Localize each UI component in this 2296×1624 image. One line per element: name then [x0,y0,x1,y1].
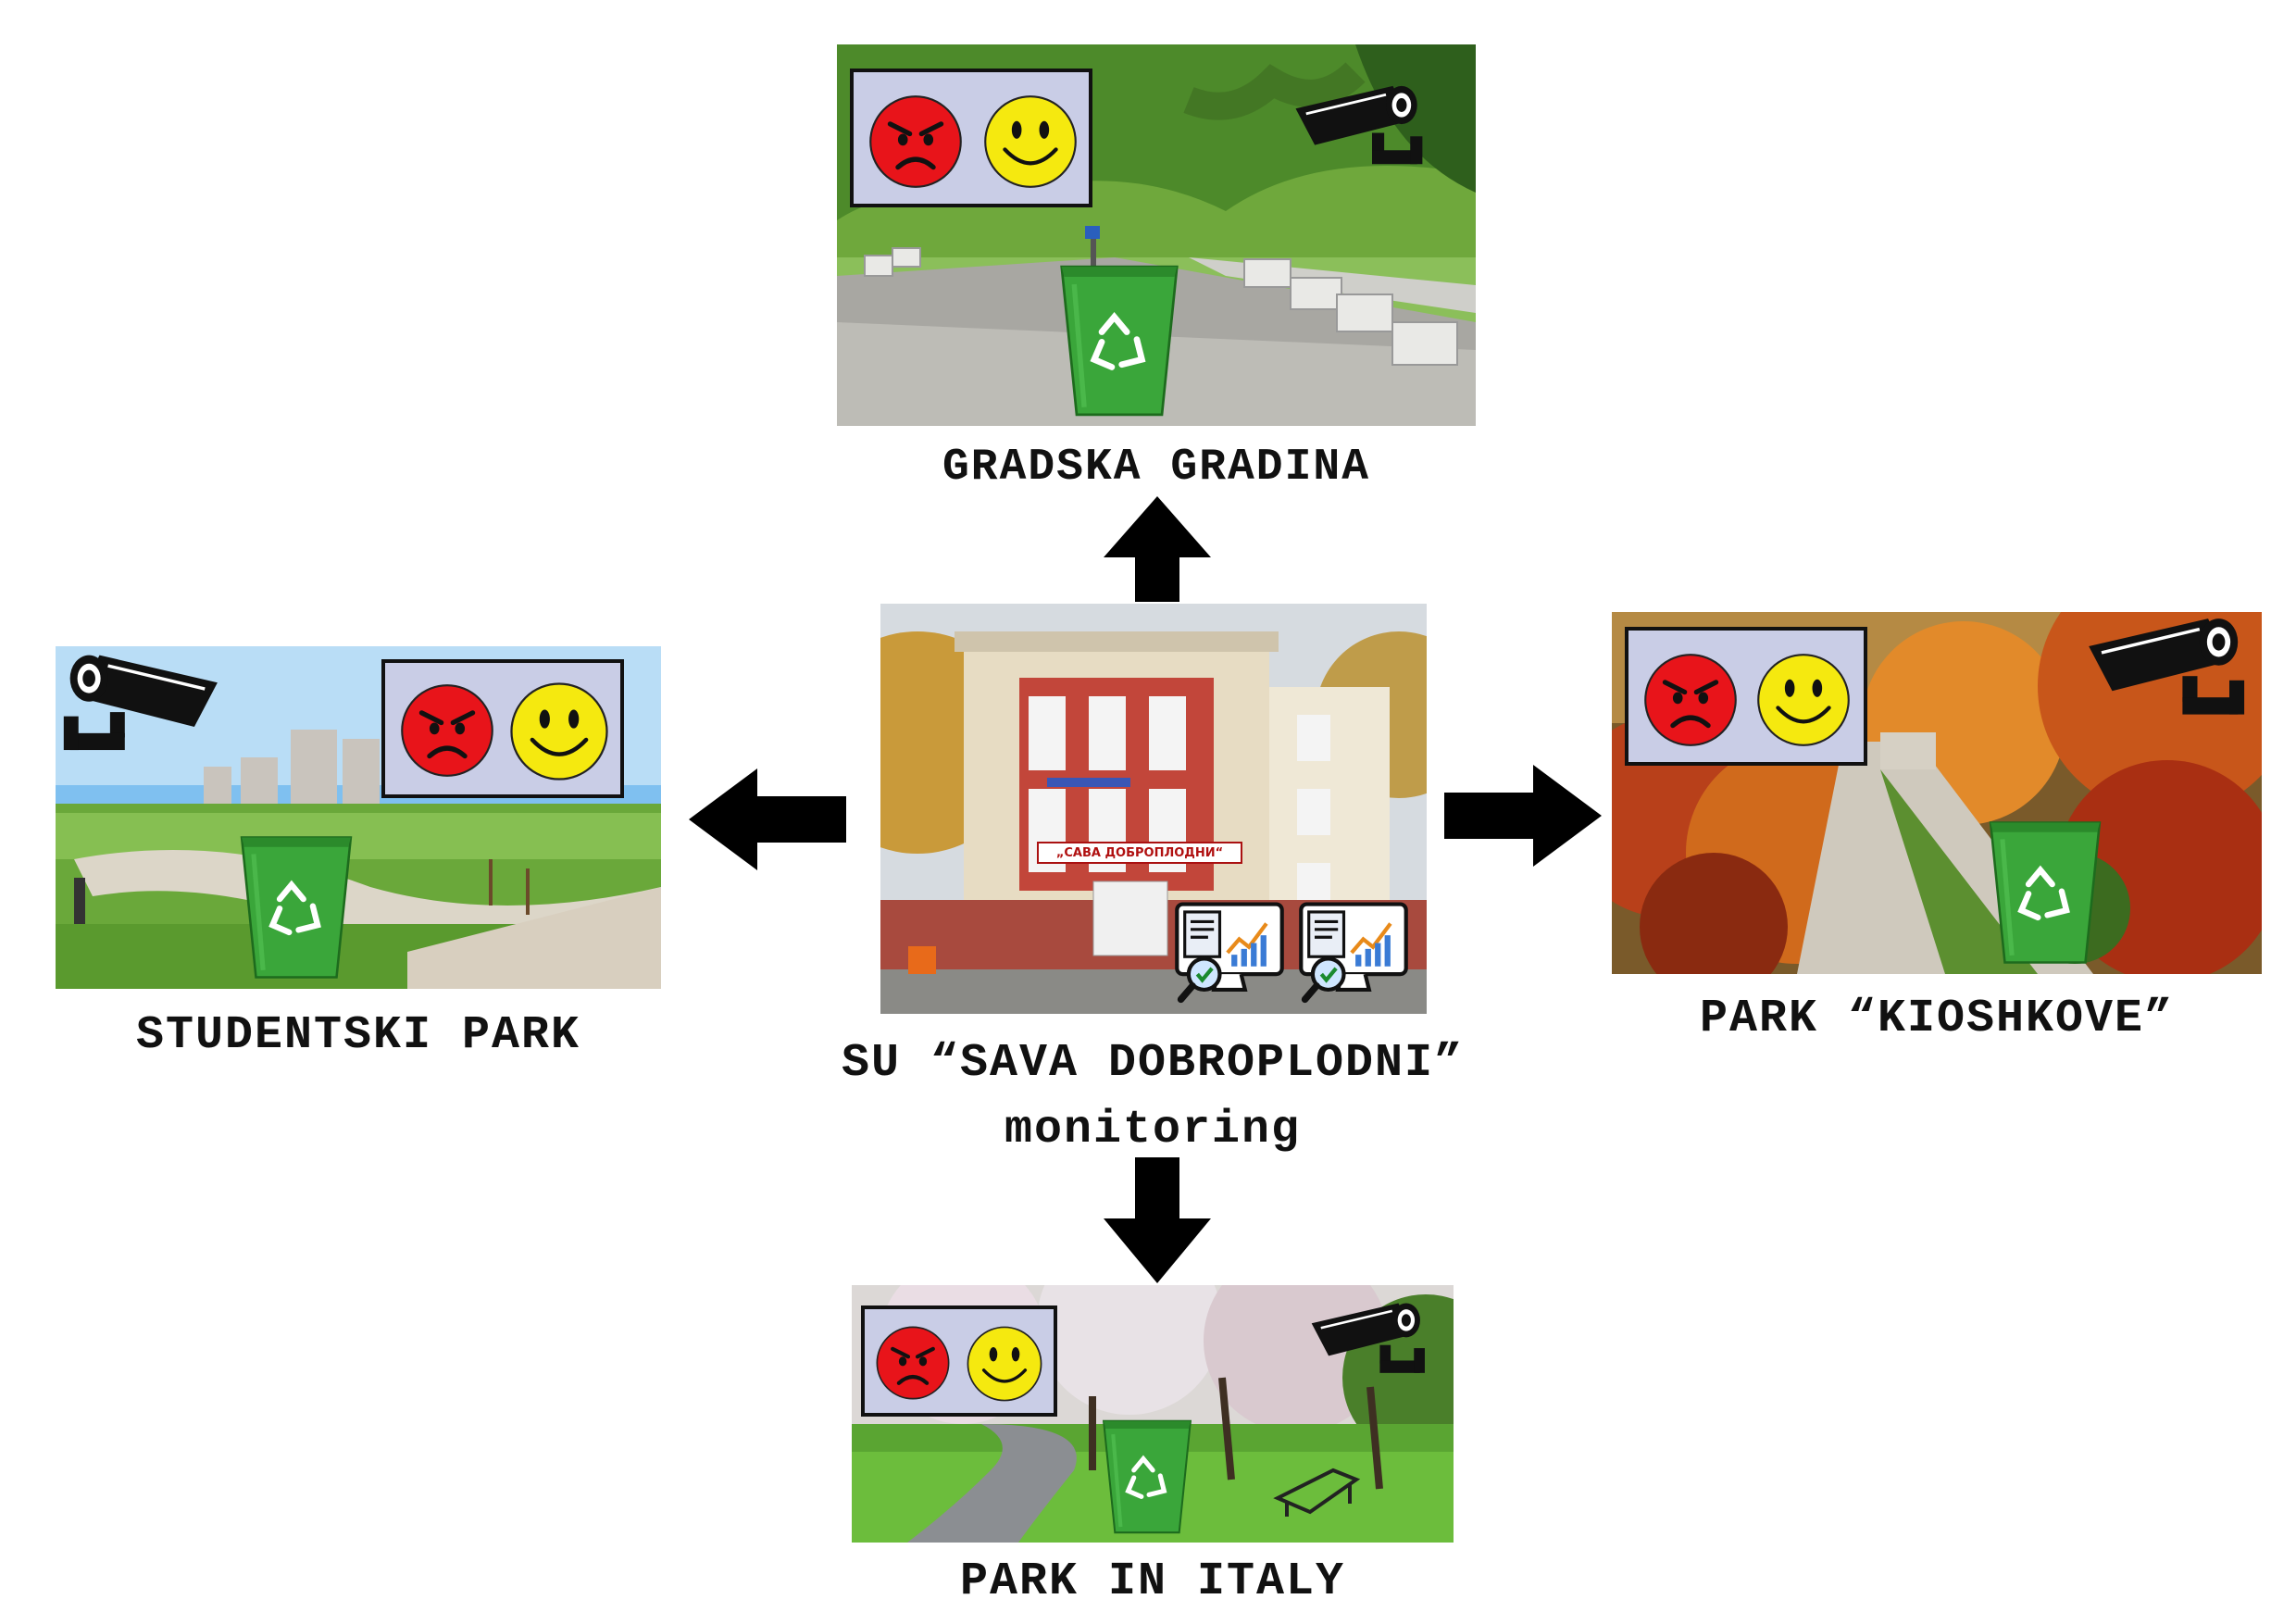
emotion-screen [1625,627,1867,766]
smiley-face-icon [965,1324,1044,1404]
analytics-monitor-icon [1295,898,1412,1006]
park-panel-gradska-gradina [837,44,1476,426]
recycle-bin-icon [237,830,356,985]
security-camera-icon [2080,612,2251,723]
smiley-face-icon [507,680,611,783]
recycle-bin-icon [1055,259,1183,422]
smiley-face-icon [1754,651,1853,749]
angry-face-icon [398,681,496,780]
arrow-up-icon [1102,496,1213,602]
park-panel-park-kioshkove [1612,612,2262,974]
security-camera-icon [1289,80,1428,172]
smiley-face-icon [981,93,1079,191]
recycle-bin-icon [1100,1415,1194,1539]
angry-face-icon [867,93,965,191]
school-building-panel: „САВА ДОБРОПЛОДНИ“ [880,604,1427,1014]
security-camera-icon [1305,1293,1429,1385]
park-panel-park-in-italy [852,1285,1454,1543]
angry-face-icon [874,1324,952,1402]
angry-face-icon [1641,651,1740,749]
park-label-park-in-italy: PARK IN ITALY [959,1555,1346,1608]
recycle-bin-icon [1986,814,2104,971]
security-camera-icon [57,650,226,757]
hub-label-school: SU “SAVA DOBROPLODNI” [841,1037,1465,1090]
arrow-right-icon [1444,765,1602,867]
park-label-park-kioshkove: PARK “KIOSHKOVE” [1699,993,2175,1045]
emotion-screen [850,69,1092,207]
park-photo [1612,612,2262,974]
emotion-screen [381,659,624,798]
school-sign: „САВА ДОБРОПЛОДНИ“ [1055,846,1224,860]
park-panel-studentski-park [56,646,661,989]
analytics-monitor-icon [1171,898,1288,1006]
hub-label-monitoring: monitoring [1004,1104,1302,1156]
arrow-left-icon [689,768,846,870]
arrow-down-icon [1102,1157,1213,1283]
emotion-screen [861,1305,1057,1417]
park-label-gradska-gradina: GRADSKA GRADINA [942,443,1371,493]
park-label-studentski-park: STUDENTSKI PARK [135,1009,581,1062]
